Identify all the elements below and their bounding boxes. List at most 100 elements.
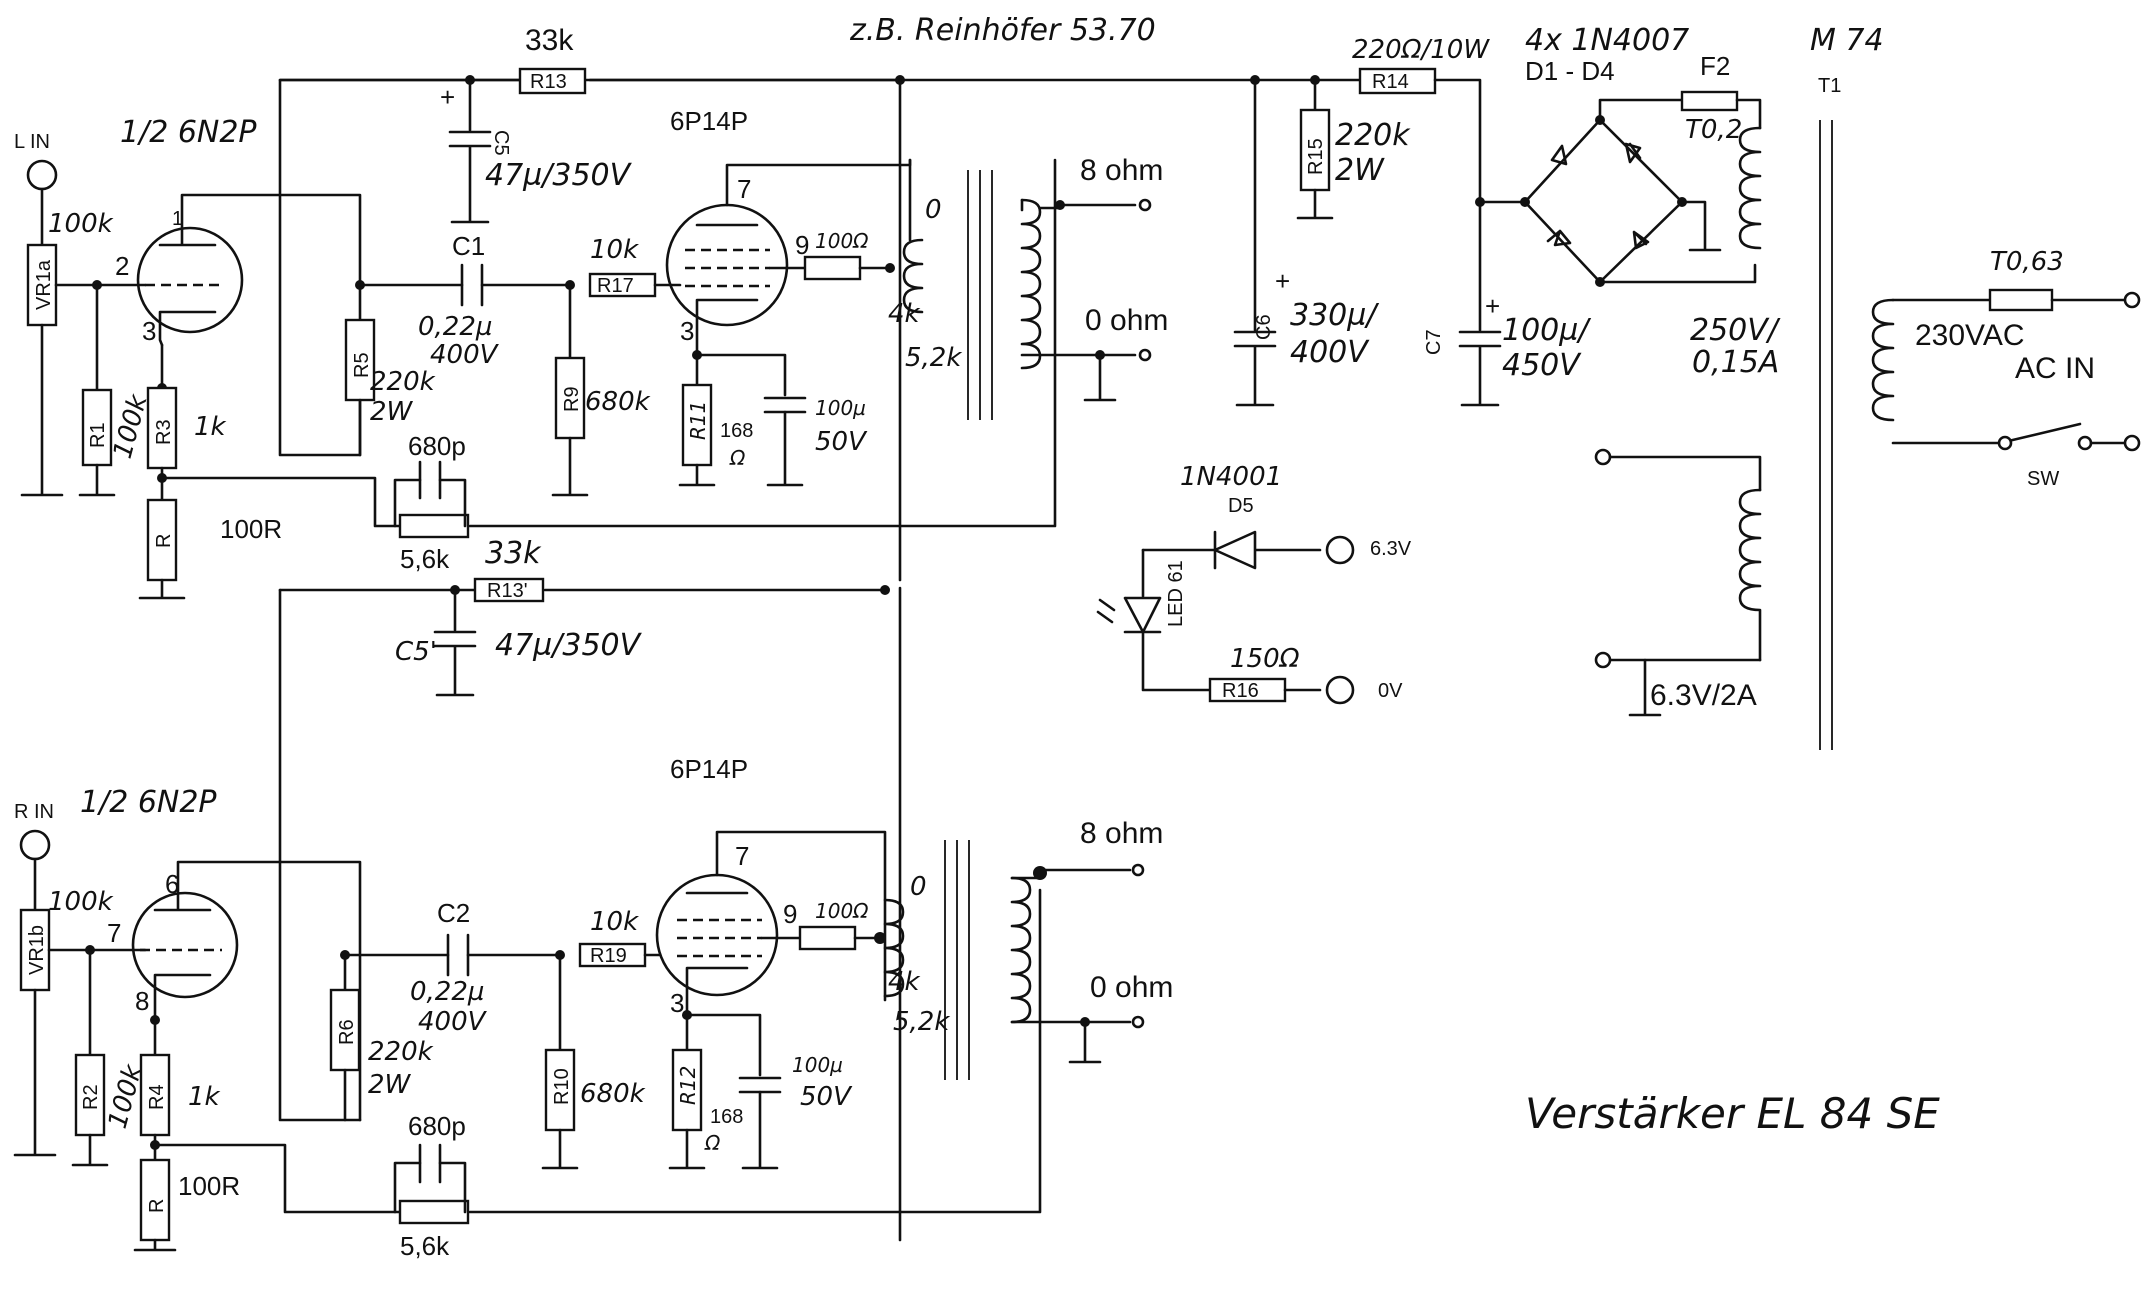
svg-text:250V/: 250V/ — [1690, 313, 1781, 348]
svg-text:33k: 33k — [485, 536, 542, 571]
svg-text:6: 6 — [165, 869, 179, 899]
svg-text:1k: 1k — [188, 1082, 221, 1112]
r3-value: 1k — [194, 412, 227, 442]
svg-text:2W: 2W — [1335, 153, 1385, 188]
fuse-f2 — [1680, 90, 1739, 112]
svg-text:0: 0 — [925, 195, 942, 225]
svg-text:450V: 450V — [1502, 348, 1582, 383]
svg-text:7: 7 — [737, 174, 751, 204]
bridge-rectifier — [1520, 115, 1722, 287]
mains-primary-winding — [1871, 298, 1895, 422]
c-cathode-left: 100µ — [815, 396, 866, 420]
svg-text:400V: 400V — [430, 340, 500, 370]
r14-resistor — [1358, 67, 1437, 95]
svg-text:3: 3 — [670, 988, 684, 1018]
svg-text:R17: R17 — [597, 275, 634, 297]
svg-text:5,6k: 5,6k — [400, 1231, 450, 1261]
svg-text:0V: 0V — [1378, 680, 1403, 702]
left-input-label: L IN — [14, 131, 50, 153]
svg-text:47µ/350V: 47µ/350V — [495, 628, 643, 663]
svg-text:4k: 4k — [888, 299, 921, 329]
svg-text:R3: R3 — [153, 419, 175, 445]
svg-text:T0,63: T0,63 — [1990, 247, 2064, 277]
svg-text:0,22µ: 0,22µ — [410, 977, 484, 1007]
vr1a-label: VR1a — [33, 259, 55, 310]
hv-secondary-winding — [1738, 126, 1762, 250]
heater-6v3-terminal[interactable] — [1325, 535, 1355, 565]
left-output-8ohm-label: 8 ohm — [1080, 154, 1163, 187]
svg-text:680k: 680k — [580, 1079, 646, 1109]
r9-value: 680k — [585, 387, 651, 417]
v2-tube-type: 6P14P — [670, 106, 748, 136]
power-switch[interactable] — [2077, 435, 2093, 451]
r-feedback-left — [398, 513, 470, 539]
r6-resistor — [329, 988, 361, 1072]
svg-text:T0,2: T0,2 — [1685, 115, 1742, 145]
right-input-terminal[interactable] — [19, 829, 51, 861]
svg-text:100R: 100R — [178, 1171, 240, 1201]
v1a-tube-type: 1/2 6N2P — [120, 115, 257, 150]
svg-text:9: 9 — [783, 899, 797, 929]
c-feedback-left: 680p — [408, 431, 466, 461]
svg-text:VR1b: VR1b — [26, 925, 48, 975]
svg-text:R14: R14 — [1372, 71, 1409, 93]
d5-type: 1N4001 — [1180, 462, 1282, 492]
svg-text:100R: 100R — [220, 514, 282, 544]
heater-secondary-winding — [1738, 488, 1762, 662]
svg-text:10k: 10k — [590, 907, 639, 937]
r5-value: 220k — [370, 367, 436, 397]
svg-text:Ω: Ω — [704, 1131, 721, 1155]
r13-prime-resistor — [473, 577, 545, 603]
heater-0v-terminal[interactable] — [1325, 675, 1355, 705]
v1-grid-pin: 2 — [115, 251, 129, 281]
svg-text:R13': R13' — [487, 580, 528, 602]
svg-text:5,2k: 5,2k — [905, 343, 962, 373]
v1b-triode-tube — [131, 891, 239, 999]
svg-text:1: 1 — [172, 208, 183, 230]
right-output-8ohm-label: 8 ohm — [1080, 817, 1163, 850]
svg-text:R10: R10 — [551, 1068, 573, 1105]
svg-text:400V: 400V — [418, 1007, 488, 1037]
svg-text:+: + — [440, 82, 455, 112]
svg-text:+: + — [1275, 266, 1290, 296]
c6-capacitor: C6 — [1253, 314, 1275, 340]
schematic-title: Verstärker EL 84 SE — [1525, 1089, 1940, 1138]
v1a-triode-tube — [136, 226, 244, 334]
left-output-0ohm-label: 0 ohm — [1085, 304, 1168, 337]
r13-resistor — [518, 67, 587, 95]
svg-text:400V: 400V — [1290, 335, 1370, 370]
r9-resistor — [554, 356, 586, 440]
svg-text:R4: R4 — [146, 1084, 168, 1110]
svg-text:9: 9 — [795, 230, 809, 260]
heater-terminal-bottom[interactable] — [1594, 651, 1612, 669]
svg-text:168: 168 — [720, 420, 753, 442]
svg-text:R5: R5 — [351, 352, 373, 378]
r13-value: 33k — [525, 24, 574, 57]
supplier-note: z.B. Reinhöfer 53.70 — [849, 13, 1156, 48]
switch-label: SW — [2027, 468, 2059, 490]
mains-terminal-n[interactable] — [2123, 434, 2141, 452]
c-cathode-right: 100µ — [792, 1053, 843, 1077]
v2-pentode-tube — [665, 203, 789, 327]
svg-text:R6: R6 — [336, 1019, 358, 1045]
heater-terminal-top[interactable] — [1594, 448, 1612, 466]
left-input-terminal[interactable] — [26, 159, 58, 191]
svg-text:0: 0 — [910, 872, 927, 902]
v1b-tube-type: 1/2 6N2P — [80, 785, 217, 820]
svg-text:100Ω: 100Ω — [815, 229, 869, 253]
svg-text:R9: R9 — [561, 386, 583, 412]
svg-text:220k: 220k — [368, 1037, 434, 1067]
svg-text:220Ω/10W: 220Ω/10W — [1352, 35, 1490, 65]
vr1b-value: 100k — [48, 887, 114, 917]
r-screen-right — [798, 925, 857, 951]
svg-text:6.3V/2A: 6.3V/2A — [1650, 679, 1757, 712]
c-feedback-right: 680p — [408, 1111, 466, 1141]
svg-text:100µ/: 100µ/ — [1502, 313, 1591, 348]
svg-text:150Ω: 150Ω — [1230, 644, 1300, 674]
mains-terminal-l[interactable] — [2123, 291, 2141, 309]
svg-text:100Ω: 100Ω — [815, 899, 869, 923]
v3-tube-type: 6P14P — [670, 754, 748, 784]
svg-text:5,6k: 5,6k — [400, 544, 450, 574]
svg-text:AC IN: AC IN — [2015, 352, 2095, 385]
